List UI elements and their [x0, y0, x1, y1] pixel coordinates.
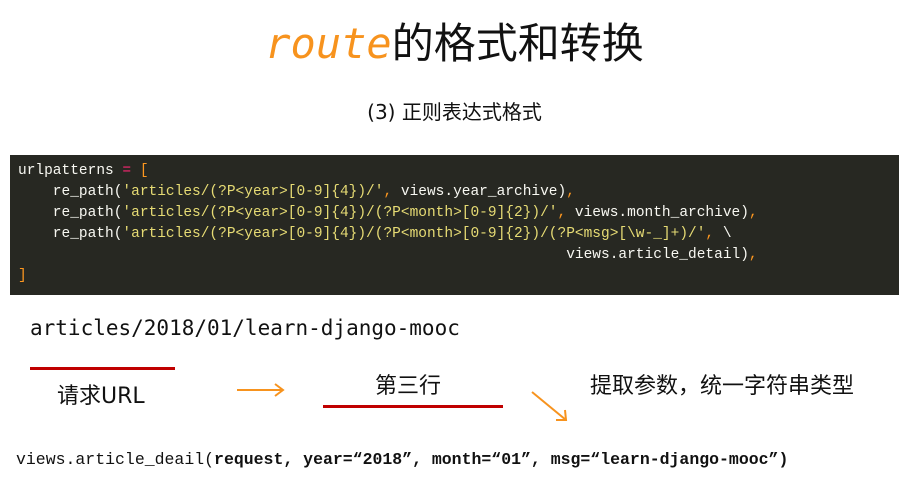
view-args: request, year=“2018”, month=“01”, msg=“l… [214, 450, 789, 469]
code-block: urlpatterns = [ re_path('articles/(?P<ye… [10, 155, 899, 295]
code-token: 'articles/(?P<year>[0-9]{4})/(?P<month>[… [122, 205, 558, 221]
code-token: [ [139, 163, 149, 179]
code-token: views.article_detail) [18, 247, 749, 263]
arrow-right-icon [237, 383, 285, 397]
code-line: re_path('articles/(?P<year>[0-9]{4})/(?P… [18, 203, 891, 224]
red-underline [30, 367, 175, 370]
slide-title: route的格式和转换 [0, 10, 909, 71]
title-keyword: route [265, 19, 392, 68]
code-token: ] [18, 268, 27, 284]
code-token: , [748, 205, 758, 221]
code-token: re_path( [18, 184, 123, 200]
request-url-label: 请求URL [57, 384, 145, 409]
view-func: views.article_deail( [16, 450, 215, 469]
code-token: , [557, 205, 567, 221]
code-line: views.article_detail), [18, 245, 891, 266]
arrow-down-right-icon [531, 391, 568, 421]
code-token: , [748, 247, 758, 263]
slide-subtitle: (3) 正则表达式格式 [367, 100, 542, 124]
code-line: ] [18, 266, 891, 287]
code-token: 'articles/(?P<year>[0-9]{4})/' [122, 184, 384, 200]
code-line: re_path('articles/(?P<year>[0-9]{4})/', … [18, 182, 891, 203]
code-token: re_path( [18, 226, 123, 242]
code-token: views.year_archive) [392, 184, 567, 200]
code-token: re_path( [18, 205, 123, 221]
code-line: urlpatterns = [ [18, 161, 891, 182]
code-token: \ [714, 226, 732, 242]
extract-label: 提取参数，统一字符串类型 [590, 374, 855, 399]
third-line-label: 第三行 [375, 374, 442, 399]
title-rest: 的格式和转换 [391, 19, 644, 68]
red-underline [323, 405, 503, 408]
code-token [131, 163, 140, 179]
code-token: = [122, 163, 132, 179]
code-token: , [566, 184, 575, 200]
code-token: , [383, 184, 393, 200]
code-token: urlpatterns [18, 163, 123, 179]
code-line: re_path('articles/(?P<year>[0-9]{4})/(?P… [18, 224, 891, 245]
code-token: 'articles/(?P<year>[0-9]{4})/(?P<month>[… [122, 226, 706, 242]
code-token: views.month_archive) [566, 205, 749, 221]
example-url: articles/2018/01/learn-django-mooc [30, 316, 460, 340]
view-call: views.article_deail(request, year=“2018”… [16, 450, 788, 469]
code-token: , [705, 226, 715, 242]
